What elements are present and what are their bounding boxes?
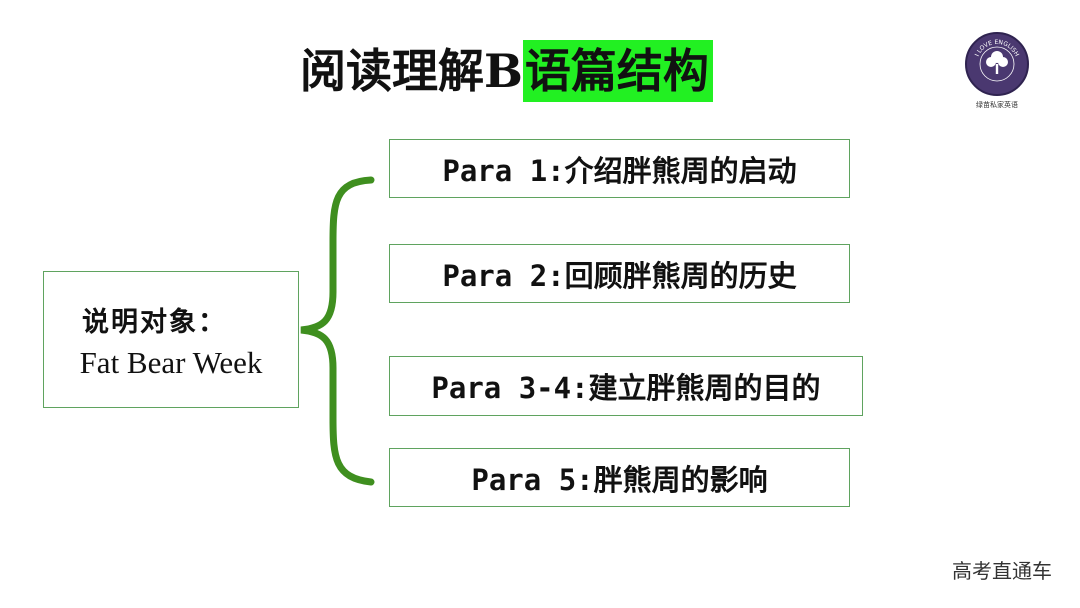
tree-icon: I LOVE ENGLISH xyxy=(974,39,1020,82)
para-box-1: Para 1:介绍胖熊周的启动 xyxy=(389,139,850,198)
subject-label: 说明对象： xyxy=(82,307,227,338)
logo-emblem: I LOVE ENGLISH xyxy=(965,32,1029,96)
title-prefix: 阅读理解B xyxy=(300,44,523,98)
brand-logo: I LOVE ENGLISH 绿苗私家英语 xyxy=(962,32,1032,110)
slide-title: 阅读理解B语篇结构 xyxy=(300,40,713,102)
logo-caption: 绿苗私家英语 xyxy=(976,101,1018,109)
para-box-4: Para 5:胖熊周的影响 xyxy=(389,448,850,507)
para-box-2: Para 2:回顾胖熊周的历史 xyxy=(389,244,850,303)
subject-value: Fat Bear Week xyxy=(79,345,263,380)
title-highlight: 语篇结构 xyxy=(522,40,713,102)
subject-box: 说明对象： Fat Bear Week xyxy=(43,271,299,408)
para-box-3: Para 3-4:建立胖熊周的目的 xyxy=(389,356,863,416)
watermark-text: 高考直通车 xyxy=(952,559,1052,583)
curly-brace xyxy=(300,176,375,486)
